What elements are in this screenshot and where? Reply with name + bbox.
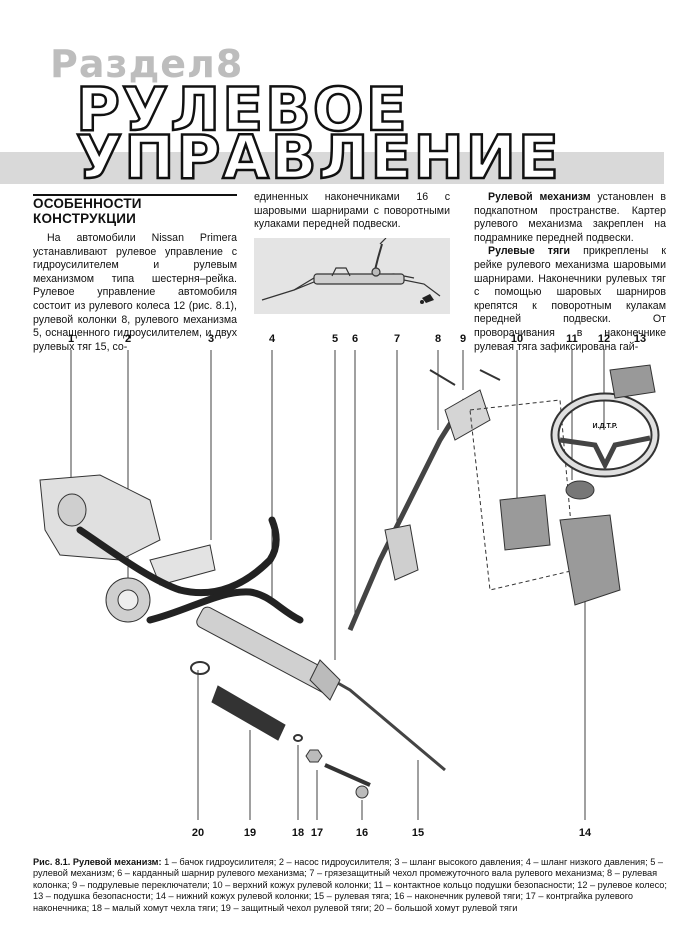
pump-and-reservoir	[39, 474, 216, 623]
callout-7: 7	[394, 333, 400, 345]
text-tie-rods: прикреплены к рейке рулевого механизма ш…	[474, 245, 666, 353]
figure-caption: Рис. 8.1. Рулевой механизм: 1 – бачок ги…	[33, 857, 669, 914]
callout-12: 12	[598, 333, 610, 345]
callout-3: 3	[208, 333, 214, 345]
body-column-2: единенных наконечниками 16 с шаровыми ша…	[254, 191, 450, 232]
chapter-title-line2: УПРАВЛЕНИЕ	[75, 123, 561, 193]
callout-19: 19	[244, 827, 256, 839]
paragraph-tie-rods: Рулевые тяги прикреплены к рейке рулевог…	[474, 245, 666, 354]
airbag-module	[609, 364, 656, 399]
term-steering-gear: Рулевой механизм	[488, 191, 591, 203]
hoses	[76, 516, 304, 624]
upper-column-cover	[499, 494, 551, 551]
subheading: ОСОБЕННОСТИ КОНСТРУКЦИИ	[33, 196, 142, 226]
caption-text: 1 – бачок гидроусилителя; 2 – насос гидр…	[33, 857, 667, 913]
callout-2: 2	[125, 333, 131, 345]
exploded-diagram: И.Д.Т.Р. 1 2 3 4 5 6 7 8 9 10 11 12 13	[39, 333, 660, 839]
callout-1: 1	[68, 333, 74, 345]
clock-spring	[565, 480, 595, 500]
body-column-1: На автомобили Nissan Primera устанавлива…	[33, 232, 237, 354]
leader-lines	[70, 350, 605, 820]
figure-steering-exploded-view: И.Д.Т.Р. 1 2 3 4 5 6 7 8 9 10 11 12 13	[0, 330, 700, 850]
rack-sketch	[261, 237, 441, 304]
callout-9: 9	[460, 333, 466, 345]
callout-8: 8	[435, 333, 441, 345]
section-label: Раздел8	[50, 42, 244, 86]
paragraph-steering-gear: Рулевой механизм установлен в подкапотно…	[474, 191, 666, 245]
steering-wheel: И.Д.Т.Р.	[550, 392, 660, 478]
chapter-header: Раздел8 РУЛЕВОЕ УПРАВЛЕНИЕ	[0, 0, 700, 193]
paragraph-continued: единенных наконечниками 16 с шаровыми ша…	[254, 191, 450, 231]
caption-label: Рис. 8.1. Рулевой механизм:	[33, 857, 162, 867]
chapter-title-line1: РУЛЕВОЕ	[75, 75, 409, 145]
steering-rack	[196, 606, 446, 772]
callout-11: 11	[566, 333, 578, 345]
lower-column-cover	[559, 514, 621, 606]
tie-rod-parts	[190, 661, 371, 799]
subheading-rule	[33, 194, 237, 196]
callout-13: 13	[634, 333, 646, 345]
text-steering-gear: установлен в подкапотном пространстве. К…	[474, 191, 666, 244]
callout-20: 20	[192, 827, 204, 839]
body-column-3: Рулевой механизм установлен в подкапотно…	[474, 191, 666, 354]
callout-17: 17	[311, 827, 323, 839]
callout-14: 14	[579, 827, 592, 839]
paragraph-intro: На автомобили Nissan Primera устанавлива…	[33, 232, 237, 353]
inset-rack-illustration	[254, 237, 450, 314]
callout-18: 18	[292, 827, 304, 839]
callout-15: 15	[412, 827, 424, 839]
callout-4: 4	[269, 333, 276, 345]
wheel-badge-text: И.Д.Т.Р.	[593, 423, 618, 430]
callout-10: 10	[511, 333, 523, 345]
term-tie-rods: Рулевые тяги	[488, 245, 571, 258]
steering-column	[347, 369, 501, 631]
header-gray-bar	[0, 152, 664, 184]
callout-16: 16	[356, 827, 368, 839]
callout-6: 6	[352, 333, 358, 345]
callout-5: 5	[332, 333, 338, 345]
